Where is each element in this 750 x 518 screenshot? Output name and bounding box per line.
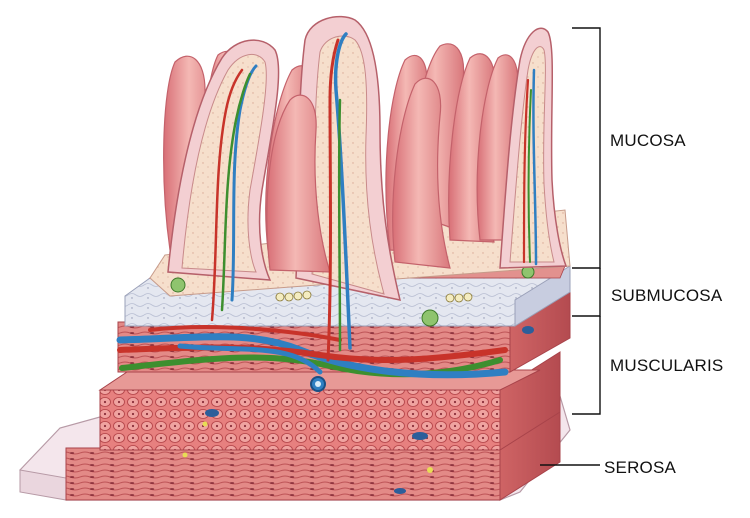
mucosa-bracket xyxy=(572,28,600,268)
muscularis-label: MUSCULARIS xyxy=(610,356,723,376)
mucosa-label: MUCOSA xyxy=(610,131,686,151)
serosa-label: SEROSA xyxy=(604,458,676,478)
submucosa-bracket xyxy=(572,268,600,316)
submucosa-label: SUBMUCOSA xyxy=(611,286,722,306)
muscularis-bracket xyxy=(572,316,600,414)
